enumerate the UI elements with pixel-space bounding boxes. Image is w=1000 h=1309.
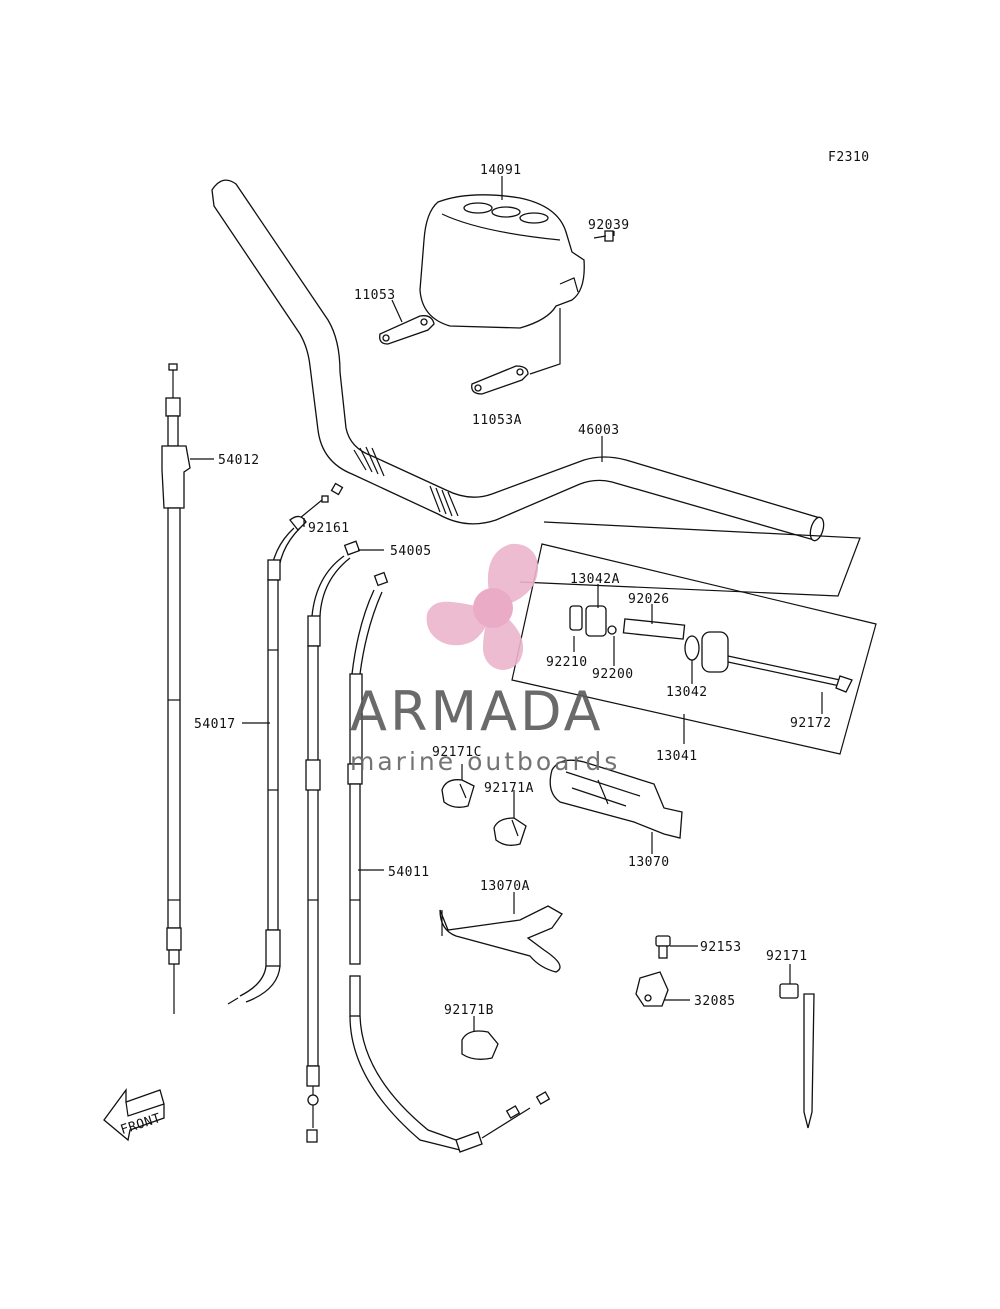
label-54017: 54017 bbox=[194, 717, 236, 732]
label-92039: 92039 bbox=[588, 218, 630, 233]
label-92161: 92161 bbox=[308, 521, 350, 536]
holder-32085-drawing bbox=[635, 971, 669, 1007]
clamp-92171b-drawing bbox=[461, 1030, 499, 1060]
label-92172: 92172 bbox=[790, 716, 832, 731]
cable-end-pieces-drawing bbox=[299, 482, 344, 519]
label-32085: 32085 bbox=[694, 994, 736, 1009]
label-13070: 13070 bbox=[628, 855, 670, 870]
label-92210: 92210 bbox=[546, 655, 588, 670]
label-46003: 46003 bbox=[578, 423, 620, 438]
label-92200: 92200 bbox=[592, 667, 634, 682]
armada-watermark: ARMADA marine outboards bbox=[350, 543, 620, 776]
label-13070a: 13070A bbox=[480, 879, 530, 894]
label-54005: 54005 bbox=[390, 544, 432, 559]
label-92171c: 92171C bbox=[432, 745, 482, 760]
watermark-tagline: marine outboards bbox=[350, 747, 620, 776]
bracket-13070a-drawing bbox=[439, 905, 563, 973]
leader-lines bbox=[190, 176, 823, 1032]
guard-13070-drawing bbox=[549, 759, 683, 839]
cable-54012-drawing bbox=[161, 363, 191, 1014]
label-13042a: 13042A bbox=[570, 572, 620, 587]
grip-assembly-drawing bbox=[511, 521, 877, 755]
label-92026: 92026 bbox=[628, 592, 670, 607]
handlebar-drawing bbox=[211, 179, 825, 542]
watermark-word: ARMADA bbox=[350, 680, 604, 743]
cable-54005-drawing bbox=[305, 540, 361, 1143]
bolt-92153-drawing bbox=[655, 935, 671, 959]
label-11053: 11053 bbox=[354, 288, 396, 303]
label-54011: 54011 bbox=[388, 865, 430, 880]
handlebar-cover-drawing bbox=[419, 194, 585, 329]
label-14091: 14091 bbox=[480, 163, 522, 178]
label-92171: 92171 bbox=[766, 949, 808, 964]
part-labels: 14091 92039 11053 11053A 46003 54012 921… bbox=[194, 163, 832, 1018]
screw-92039-drawing bbox=[593, 230, 614, 242]
label-92171a: 92171A bbox=[484, 781, 534, 796]
propeller-logo-icon bbox=[426, 543, 539, 670]
diagram-code: F2310 bbox=[828, 150, 870, 165]
clamp-92171a-drawing bbox=[493, 817, 527, 846]
tie-92171-drawing bbox=[779, 983, 815, 1129]
bracket-11053a-drawing bbox=[471, 308, 561, 395]
clamp-92171c-drawing bbox=[441, 779, 475, 808]
label-92153: 92153 bbox=[700, 940, 742, 955]
label-11053a: 11053A bbox=[472, 413, 522, 428]
cable-54017-drawing bbox=[227, 515, 307, 1005]
bracket-11053-drawing bbox=[379, 315, 435, 345]
cable-54011-drawing bbox=[347, 571, 551, 1153]
front-arrow-icon: FRONT bbox=[103, 1088, 165, 1142]
label-13041: 13041 bbox=[656, 749, 698, 764]
label-54012: 54012 bbox=[218, 453, 260, 468]
label-92171b: 92171B bbox=[444, 1003, 494, 1018]
label-13042: 13042 bbox=[666, 685, 708, 700]
